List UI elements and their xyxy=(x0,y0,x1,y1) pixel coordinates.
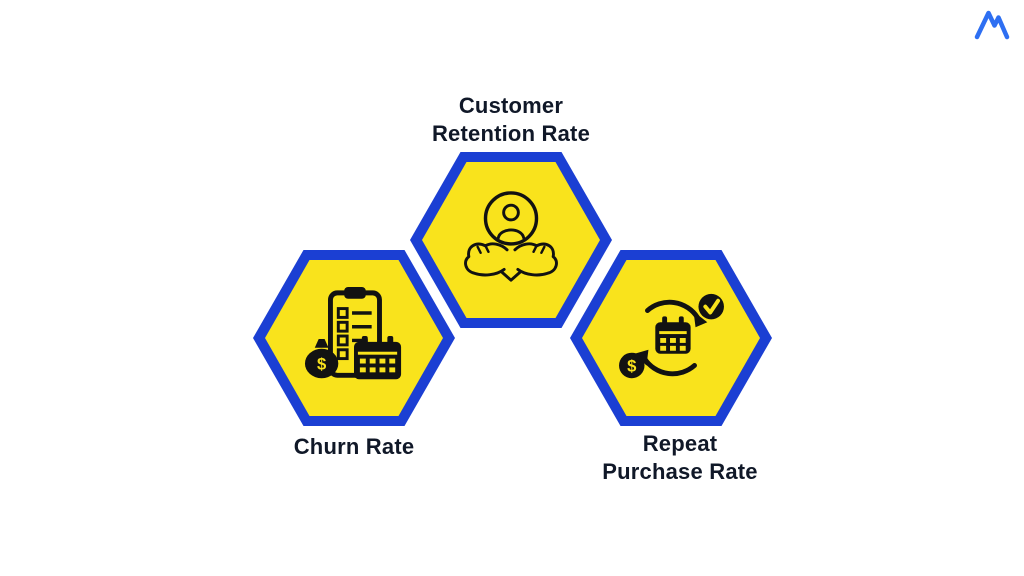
hexagon-churn-rate: $ xyxy=(253,250,455,426)
svg-text:$: $ xyxy=(317,354,327,373)
checklist-moneybag-calendar-icon: $ xyxy=(304,287,402,380)
label-line: Customer xyxy=(458,93,564,118)
hexagon-fill: $ xyxy=(582,260,760,416)
label-churn-rate: Churn Rate xyxy=(243,433,465,461)
label-line: Churn Rate xyxy=(293,434,415,459)
label-repeat-purchase-rate: Repeat Purchase Rate xyxy=(555,430,805,486)
label-customer-retention-rate: Customer Retention Rate xyxy=(376,92,646,148)
hexagon-fill: $ xyxy=(265,260,443,416)
hexagon-repeat-purchase-rate: $ xyxy=(570,250,772,426)
hexagon-border: $ xyxy=(570,250,772,426)
label-line: Purchase Rate xyxy=(602,459,758,485)
calendar-refresh-dollar-check-icon: $ xyxy=(619,293,724,379)
person-in-caring-hands-icon xyxy=(464,191,558,282)
hexagon-customer-retention-rate xyxy=(410,152,612,328)
svg-text:$: $ xyxy=(627,356,637,375)
label-line: Retention Rate xyxy=(431,121,591,147)
brand-logo xyxy=(974,10,1010,40)
label-line: Repeat xyxy=(642,431,718,456)
hexagon-border: $ xyxy=(253,250,455,426)
